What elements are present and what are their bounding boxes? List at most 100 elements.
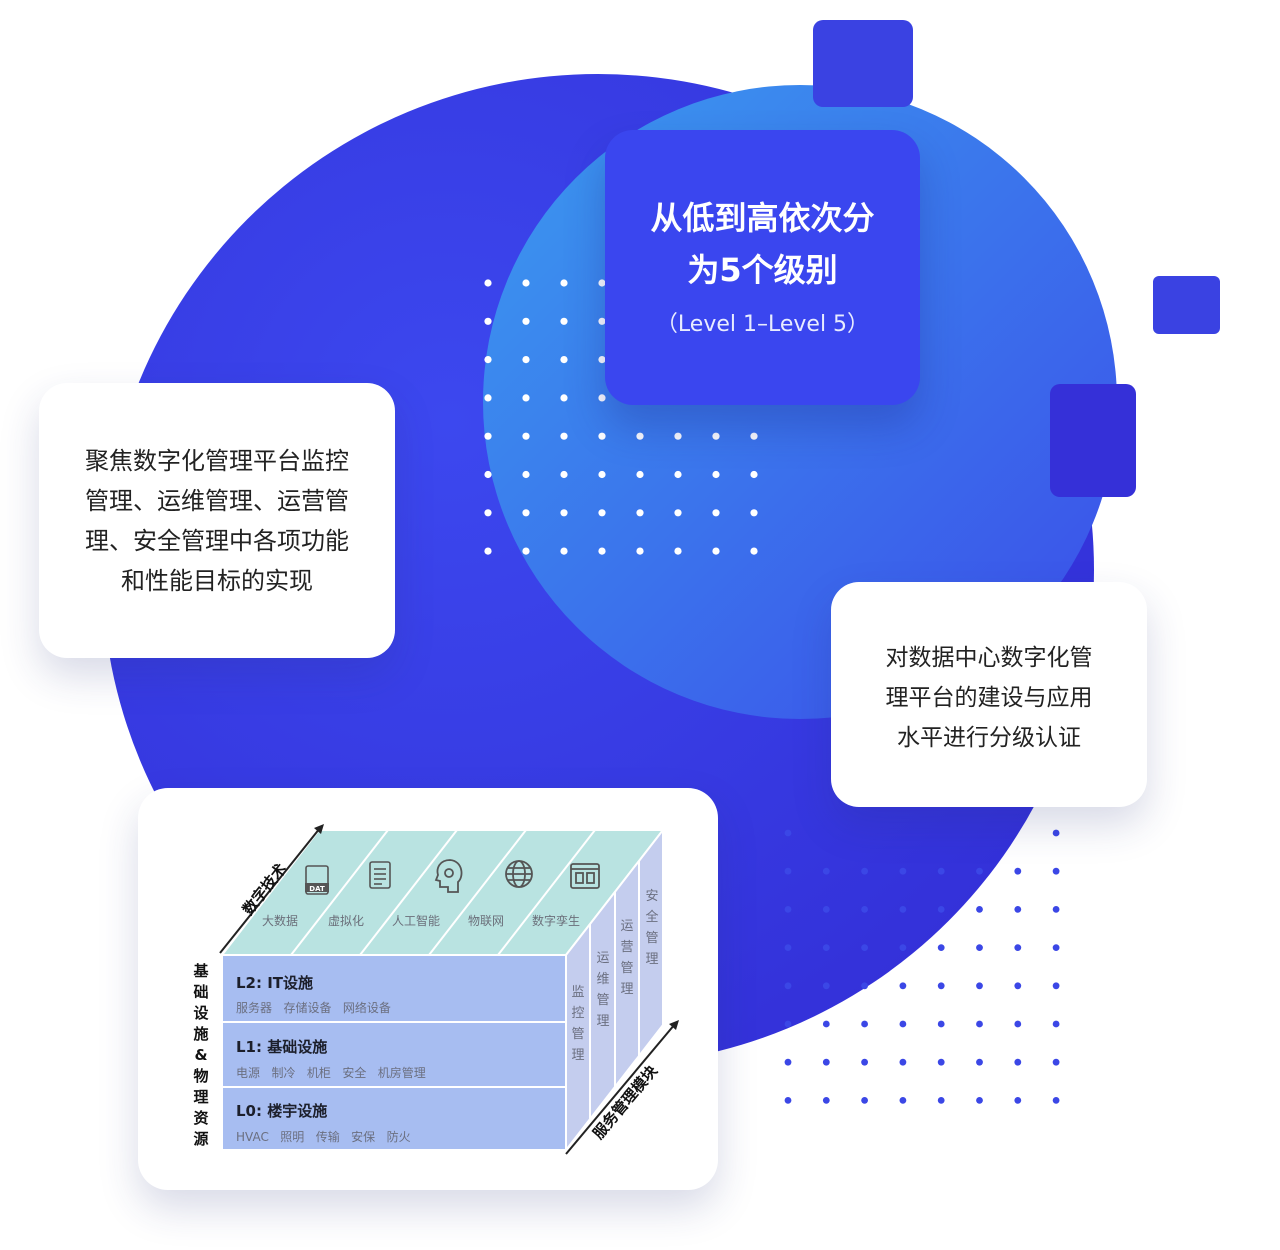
dot <box>899 867 907 875</box>
infra-axis-label: 基础设施&物理资源 <box>192 962 209 1148</box>
tech-label: 大数据 <box>262 913 298 928</box>
tech-label: 物联网 <box>468 914 504 928</box>
dot <box>937 867 945 875</box>
dot <box>899 906 907 913</box>
dot <box>712 547 720 555</box>
dot <box>560 356 568 364</box>
dot <box>1014 906 1022 913</box>
dot <box>1014 1097 1022 1104</box>
focus-line: 管理、运维管理、运营管 <box>85 487 349 515</box>
dot <box>822 906 830 913</box>
dot <box>784 867 792 875</box>
dot <box>560 470 568 479</box>
dot <box>636 432 644 440</box>
layer-items: 电源 制冷 机柜 安全 机房管理 <box>236 1065 426 1080</box>
dot <box>598 509 606 517</box>
dot <box>712 509 720 517</box>
dot <box>484 317 492 325</box>
dot <box>484 547 492 555</box>
levels-title: 从低到高依次分 为5个级别 <box>605 192 920 296</box>
dot <box>899 982 907 990</box>
dot <box>598 394 606 402</box>
dot <box>899 1058 907 1066</box>
dot <box>484 394 492 402</box>
levels-title-line1: 从低到高依次分 <box>650 199 875 237</box>
dot <box>674 509 682 517</box>
dot <box>976 1097 983 1104</box>
dot <box>522 432 530 440</box>
module-axis-arrow <box>565 1023 676 1155</box>
dot <box>1052 1097 1060 1104</box>
white-dot-grid <box>484 279 758 555</box>
dot <box>784 1020 792 1028</box>
head-profile-icon <box>434 859 463 893</box>
dot <box>861 1058 868 1066</box>
tech-label: 人工智能 <box>392 913 440 928</box>
dot <box>822 1058 830 1066</box>
dot <box>522 509 530 517</box>
dot <box>674 547 682 555</box>
dot <box>1014 944 1022 951</box>
module-label: 安全管理 <box>645 889 658 967</box>
dot <box>976 906 983 913</box>
decor-square-2 <box>1153 276 1220 334</box>
dot <box>522 547 530 555</box>
dot <box>522 394 530 402</box>
dot <box>598 470 606 479</box>
dot <box>822 944 830 951</box>
dot <box>1052 829 1060 837</box>
dot <box>598 432 606 440</box>
twin-window-icon <box>570 863 600 889</box>
dot <box>937 982 945 990</box>
tech-label: 虚拟化 <box>328 914 364 928</box>
dot <box>598 547 606 555</box>
dot <box>937 906 945 913</box>
dot <box>899 1020 907 1028</box>
dot <box>1052 944 1060 951</box>
dot <box>861 1020 868 1028</box>
dot <box>1052 1020 1060 1028</box>
document-icon <box>369 861 391 889</box>
module-label: 运维管理 <box>596 951 609 1029</box>
dot <box>784 906 792 913</box>
dot <box>750 547 758 555</box>
dot <box>712 432 720 440</box>
dot <box>937 1097 945 1104</box>
dot <box>822 1097 830 1104</box>
dot <box>560 432 568 440</box>
dot <box>822 867 830 875</box>
decor-square-1 <box>813 20 913 107</box>
focus-text: 聚焦数字化管理平台监控 管理、运维管理、运营管 理、安全管理中各项功能 和性能目… <box>69 441 365 601</box>
module-label: 运营管理 <box>620 919 633 997</box>
layer-title: L2: IT设施 <box>236 974 313 992</box>
dot <box>899 944 907 951</box>
dot <box>484 279 492 287</box>
framework-diagram: 数字技术 服务管理模块 基础设施&物理资源 DAT <box>192 824 679 1155</box>
dot <box>560 394 568 402</box>
dot <box>598 356 606 364</box>
data-file-icon: DAT <box>305 865 329 895</box>
dot <box>560 509 568 517</box>
certification-line: 对数据中心数字化管 <box>885 645 1093 671</box>
dot <box>861 982 868 990</box>
tech-axis-arrow <box>219 827 321 954</box>
dot <box>636 547 644 555</box>
dot <box>674 470 682 479</box>
dot <box>784 1097 792 1104</box>
dot <box>484 509 492 517</box>
blue-dot-grid <box>784 829 1060 1104</box>
dot <box>560 547 568 555</box>
dot <box>976 1020 983 1028</box>
dot <box>1052 867 1060 875</box>
dot <box>861 1097 868 1104</box>
focus-line: 和性能目标的实现 <box>121 567 313 595</box>
dot <box>861 944 868 951</box>
dot <box>784 982 792 990</box>
cube-front-face <box>221 954 567 1151</box>
framework-diagram-card: 数字技术 服务管理模块 基础设施&物理资源 DAT <box>138 788 718 1190</box>
data-icon-text: DAT <box>309 885 325 893</box>
layer-title: L0: 楼宇设施 <box>236 1102 327 1120</box>
dot <box>784 829 792 837</box>
dot <box>976 944 983 951</box>
dot <box>822 982 830 990</box>
